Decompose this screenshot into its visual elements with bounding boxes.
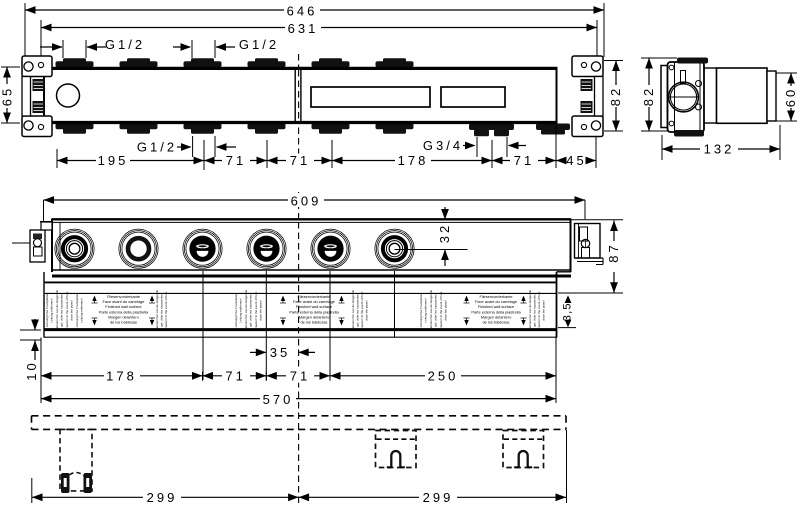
svg-text:Achtung! Nur Frontplatte/: Achtung! Nur Frontplatte/ (234, 294, 238, 328)
svg-text:drain the pipes!: drain the pipes! (70, 300, 74, 321)
svg-text:gel, vider les tuyauteries: gel, vider les tuyauteries (356, 294, 360, 327)
svg-text:drain the pipes!: drain the pipes! (259, 300, 263, 321)
svg-text:45: 45 (566, 153, 586, 168)
svg-text:Margen delantero: Margen delantero (108, 315, 139, 320)
svg-text:82: 82 (608, 86, 623, 106)
svg-text:71: 71 (226, 153, 246, 168)
svg-text:de los baldosas: de los baldosas (110, 320, 137, 325)
svg-text:G1/2: G1/2 (239, 37, 279, 52)
svg-text:Caution! In the event of frost: Caution! In the event of frost (537, 291, 541, 329)
svg-text:G1/2: G1/2 (105, 37, 145, 52)
svg-text:Fliesenvorderkante: Fliesenvorderkante (297, 294, 330, 299)
svg-text:71: 71 (290, 153, 310, 168)
svg-text:Finished wall surface: Finished wall surface (478, 304, 514, 309)
svg-text:G3/4: G3/4 (423, 138, 463, 153)
svg-text:178: 178 (106, 368, 137, 383)
svg-text:Face avant du carrelage: Face avant du carrelage (475, 299, 517, 304)
svg-text:gel, vider les tuyauteries: gel, vider les tuyauteries (434, 294, 438, 327)
svg-text:Caution! In the event of frost: Caution! In the event of frost (65, 291, 69, 329)
svg-text:Fliesenvorderkante: Fliesenvorderkante (107, 294, 140, 299)
svg-text:de los baldosas: de los baldosas (300, 320, 327, 325)
svg-text:87: 87 (606, 242, 621, 262)
svg-text:Attention! En cas de danger de: Attention! En cas de danger de (244, 290, 248, 332)
svg-text:Achtung! Nur Frontplatte/: Achtung! Nur Frontplatte/ (419, 294, 423, 328)
svg-text:Leitung entfernen!: Leitung entfernen! (239, 298, 243, 322)
svg-text:132: 132 (704, 142, 735, 157)
svg-text:gel, vider les tuyauteries: gel, vider les tuyauteries (160, 294, 164, 327)
svg-text:646: 646 (287, 4, 318, 19)
svg-text:Achtung! Nur Frontplatte/: Achtung! Nur Frontplatte/ (75, 294, 79, 328)
svg-text:60: 60 (783, 87, 798, 107)
svg-text:Parte esterna della piastrella: Parte esterna della piastrella (99, 309, 149, 314)
svg-text:65: 65 (0, 86, 15, 106)
svg-text:drain the pipes!: drain the pipes! (542, 300, 546, 321)
svg-text:71: 71 (514, 153, 534, 168)
svg-text:Caution! In the event of frost: Caution! In the event of frost (164, 291, 168, 329)
svg-text:gel, vider les tuyauteries: gel, vider les tuyauteries (533, 294, 537, 327)
svg-text:Caution! In the event of frost: Caution! In the event of frost (439, 291, 443, 329)
svg-text:82: 82 (641, 86, 656, 106)
svg-text:631: 631 (288, 21, 319, 36)
svg-text:570: 570 (263, 392, 294, 407)
svg-text:gel, vider les tuyauteries: gel, vider les tuyauteries (60, 294, 64, 327)
svg-text:Finished wall surface: Finished wall surface (105, 304, 141, 309)
svg-text:drain the pipes!: drain the pipes! (365, 300, 369, 321)
svg-text:71: 71 (225, 368, 245, 383)
svg-text:32: 32 (437, 223, 452, 243)
svg-text:Attention! En cas de danger de: Attention! En cas de danger de (429, 290, 433, 332)
svg-text:178: 178 (398, 153, 429, 168)
svg-text:10: 10 (24, 360, 39, 380)
svg-text:Leitung entfernen!: Leitung entfernen! (424, 298, 428, 322)
svg-text:Attention! En cas de danger de: Attention! En cas de danger de (351, 290, 355, 332)
svg-text:Margen delantero: Margen delantero (299, 315, 330, 320)
svg-text:Margen delantero: Margen delantero (481, 315, 512, 320)
svg-text:gel, vider les tuyauteries: gel, vider les tuyauteries (249, 294, 253, 327)
svg-text:Fliesenvorderkante: Fliesenvorderkante (479, 294, 512, 299)
svg-text:250: 250 (428, 368, 459, 383)
svg-text:Caution! In the event of frost: Caution! In the event of frost (360, 291, 364, 329)
svg-text:Achtung! Nur Frontplatte/: Achtung! Nur Frontplatte/ (45, 294, 49, 328)
svg-text:35: 35 (270, 345, 290, 360)
svg-text:195: 195 (98, 153, 129, 168)
svg-text:Parte esterna della piastrella: Parte esterna della piastrella (471, 309, 521, 314)
svg-text:Face avant du carrelage: Face avant du carrelage (103, 299, 145, 304)
svg-text:Leitung entfernen!: Leitung entfernen! (50, 298, 54, 322)
svg-text:de los baldosas: de los baldosas (482, 320, 509, 325)
svg-text:299: 299 (423, 490, 454, 505)
svg-text:3,5: 3,5 (562, 302, 574, 321)
svg-text:Caution! In the event of frost: Caution! In the event of frost (254, 291, 258, 329)
svg-text:G1/2: G1/2 (137, 140, 177, 155)
svg-text:Finished wall surface: Finished wall surface (296, 304, 332, 309)
svg-text:299: 299 (147, 490, 178, 505)
svg-text:Attention! En cas de danger de: Attention! En cas de danger de (155, 290, 159, 332)
svg-text:drain the pipes!: drain the pipes! (444, 300, 448, 321)
svg-text:Face avant du carrelage: Face avant du carrelage (293, 299, 335, 304)
svg-text:Parte esterna della piastrella: Parte esterna della piastrella (289, 309, 339, 314)
svg-text:71: 71 (290, 368, 310, 383)
svg-text:Attention! En cas de danger de: Attention! En cas de danger de (528, 290, 532, 332)
svg-text:Leitung entfernen!: Leitung entfernen! (80, 298, 84, 322)
svg-text:609: 609 (291, 194, 322, 209)
svg-text:Attention! En cas de danger de: Attention! En cas de danger de (55, 290, 59, 332)
